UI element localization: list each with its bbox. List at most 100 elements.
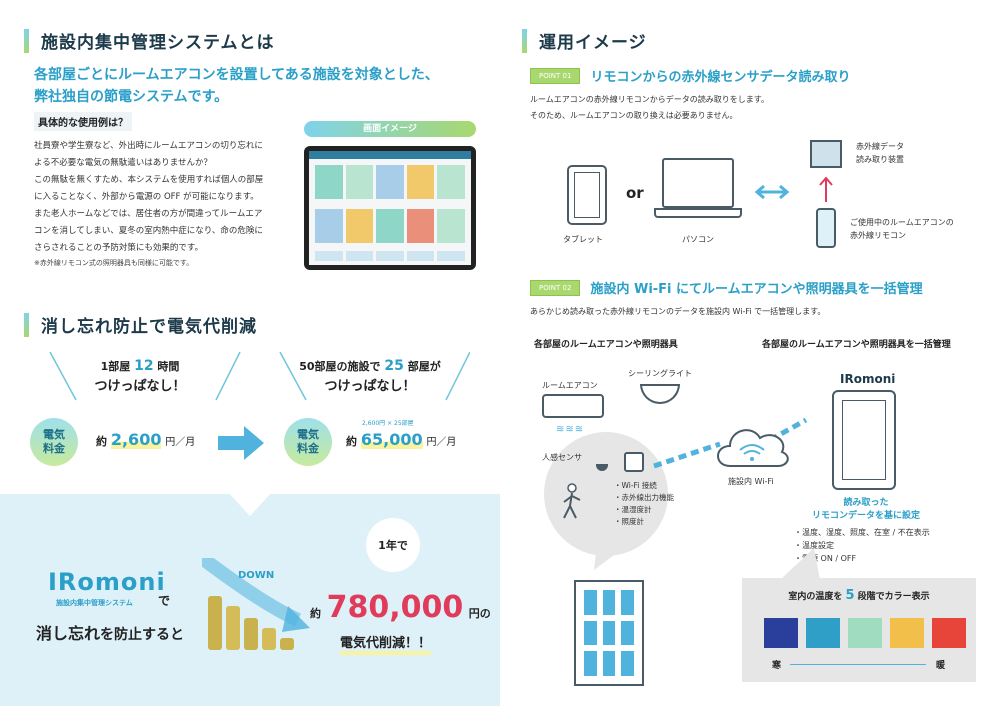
- laptop-icon: [654, 158, 742, 228]
- ceiling-label: シーリングライト: [628, 369, 692, 378]
- banner-notch: [0, 494, 500, 516]
- section3-heading: 運用イメージ: [522, 28, 647, 53]
- body-line: に入ることなく、外部から電源の OFF が可能になります。: [34, 192, 259, 202]
- feature-item: ・赤外線出力機能: [614, 493, 674, 502]
- coins-illustration: [202, 558, 310, 650]
- temp-swatch: [764, 618, 798, 648]
- left-line2: つけっぱなし！: [94, 379, 186, 394]
- heading-bar: [24, 312, 29, 337]
- feature-item: ・Wi-Fi 接続: [614, 481, 657, 490]
- usage-body: 社員寮や学生寮など、外出時にルームエアコンの切り忘れに よる不必要な電気の無駄遣…: [34, 138, 294, 257]
- aircon-label: ルームエアコン: [542, 381, 598, 390]
- right-fee: 約 65,000 円／月: [346, 430, 456, 449]
- body-line: よる不必要な電気の無駄遣いはありませんか？: [34, 158, 212, 168]
- app-features: ・温度、湿度、照度、在室 / 不在表示 ・温度設定 ・電源 ON / OFF: [794, 526, 930, 565]
- speech-frames: [49, 352, 470, 401]
- building-icon: [574, 580, 644, 686]
- amount-unit: 円の: [468, 607, 491, 620]
- point2-text: あらかじめ読み取った赤外線リモコンのデータを施設内 Wi-Fi で一括管理します…: [530, 307, 826, 316]
- screen-row: [315, 209, 465, 243]
- body-line: また老人ホームなどでは、居住者の方が間違ってルームエア: [34, 209, 263, 219]
- temp-swatches: [764, 618, 966, 648]
- person-icon: [563, 483, 581, 519]
- right-rooms: 25: [384, 358, 404, 374]
- section1-lead: 各部屋ごとにルームエアコンを設置してある施設を対象とした、 弊社独自の節電システ…: [34, 64, 439, 108]
- banner-prevent: 消し忘れを防止すると: [36, 620, 184, 644]
- section2-title: 消し忘れ防止で電気代削減: [41, 317, 257, 337]
- point1-line: そのため、ルームエアコンの取り換えは必要ありません。: [530, 111, 738, 120]
- panel-pointer: [780, 548, 820, 580]
- left-diagram-heading: 各部屋のルームエアコンや照明器具: [534, 340, 678, 350]
- ir-reader-icon: [810, 140, 842, 168]
- right-diagram-heading: 各部屋のルームエアコンや照明器具を一括管理: [762, 340, 951, 350]
- left-fee-prefix: 約: [96, 435, 107, 448]
- remote-label: ご使用中のルームエアコンの 赤外線リモコン: [850, 216, 954, 242]
- app-feature-item: ・温度、湿度、照度、在室 / 不在表示: [794, 528, 930, 537]
- temp-swatch: [806, 618, 840, 648]
- remote-icon: [816, 208, 836, 248]
- app-feature-item: ・温度設定: [794, 541, 834, 550]
- or-text: or: [626, 184, 644, 202]
- tablet-label: タブレット: [563, 235, 603, 244]
- heading-bar: [522, 28, 527, 53]
- circle-label: 電気料金: [43, 428, 65, 455]
- screen-image-label: 画面イメージ: [304, 121, 476, 137]
- right-fee-calc: 2,600円 × 25部屋: [362, 420, 414, 427]
- prevent-a: 消し忘れ: [36, 624, 101, 643]
- right-fee-unit: 円／月: [426, 437, 457, 448]
- sensor-label: 人感センサ: [542, 453, 582, 462]
- screen-row: [315, 165, 465, 199]
- airflow-icon: ≋≋≋: [556, 424, 585, 435]
- amount-value: 780,000: [326, 590, 464, 625]
- reader-label: 赤外線データ 読み取り装置: [856, 140, 904, 166]
- screen-image-tablet: [304, 146, 476, 270]
- right-fee-prefix: 約: [346, 435, 357, 448]
- reader-line: 赤外線データ: [856, 142, 904, 151]
- app-feature-item: ・電源 ON / OFF: [794, 554, 857, 563]
- cold-label: 寒: [772, 661, 782, 671]
- logo-sub: 施設内集中管理システム: [56, 599, 133, 607]
- left-fee-value: 2,600: [110, 430, 162, 449]
- temp-title: 室内の温度を 5 段階でカラー表示: [742, 588, 976, 603]
- body-line: 社員寮や学生寮など、外出時にルームエアコンの切り忘れに: [34, 141, 263, 151]
- body-line: コンを消してしまい、夏冬の室内熱中症になり、命の危険に: [34, 226, 263, 236]
- tablet-app-icon: [832, 390, 896, 490]
- point2-title: 施設内 Wi-Fi にてルームエアコンや照明器具を一括管理: [590, 282, 923, 297]
- temp-swatch: [890, 618, 924, 648]
- left-fee: 約 2,600 円／月: [96, 430, 195, 449]
- left-scenario: 1部屋 12 時間 つけっぱなし！: [70, 356, 210, 397]
- section2-heading: 消し忘れ防止で電気代削減: [24, 312, 257, 337]
- device-features: ・Wi-Fi 接続 ・赤外線出力機能 ・温湿度計 ・照度計: [614, 480, 674, 528]
- section1-heading: 施設内集中管理システムとは: [24, 28, 275, 53]
- point2-badge: POINT 02: [530, 279, 581, 296]
- savings-banner: IRomoni 施設内集中管理システム で 消し忘れを防止すると DOWN 1年…: [0, 494, 500, 706]
- screen-header: [309, 151, 471, 159]
- wifi-cloud-icon: [717, 429, 789, 467]
- yearly-amount: 約 780,000 円の: [310, 590, 491, 625]
- pc-label: パソコン: [682, 235, 714, 244]
- reader-line: 読み取り装置: [856, 155, 904, 164]
- point1-line: ルームエアコンの赤外線リモコンからデータの読み取りをします。: [530, 95, 769, 104]
- point1-badge: POINT 01: [530, 67, 581, 84]
- left-hours: 12: [134, 358, 154, 374]
- temp-scale-line: [790, 664, 926, 665]
- iromoni-logo: IRomoni: [48, 568, 166, 596]
- temp-title-a: 室内の温度を: [788, 592, 843, 602]
- note-text: ※赤外線リモコン式の照明器具も同様に可能です。: [34, 259, 194, 267]
- arrow-right-icon: [218, 426, 264, 460]
- lead-line-2: 弊社独自の節電システムです。: [34, 89, 229, 105]
- left-fee-unit: 円／月: [165, 437, 196, 448]
- logo-text: IRomoni: [48, 568, 166, 596]
- left-suffix: 時間: [157, 360, 180, 373]
- left-prefix: 1部屋: [100, 360, 131, 373]
- iromoni-device-icon: [624, 452, 644, 472]
- temp-levels: 5: [845, 588, 855, 603]
- point1-heading: POINT 01 リモコンからの赤外線センサデータ読み取り: [530, 66, 850, 85]
- point1-text: ルームエアコンの赤外線リモコンからデータの読み取りをします。 そのため、ルームエ…: [530, 92, 769, 124]
- circle-label: 電気料金: [297, 428, 319, 455]
- usage-question: 具体的な使用例は？: [34, 112, 132, 131]
- arrow-up-icon: [819, 176, 833, 202]
- feature-item: ・温湿度計: [614, 505, 652, 514]
- right-scenario: 50部屋の施設で 25 部屋が つけっぱなし！: [290, 356, 450, 397]
- down-label: DOWN: [238, 570, 275, 581]
